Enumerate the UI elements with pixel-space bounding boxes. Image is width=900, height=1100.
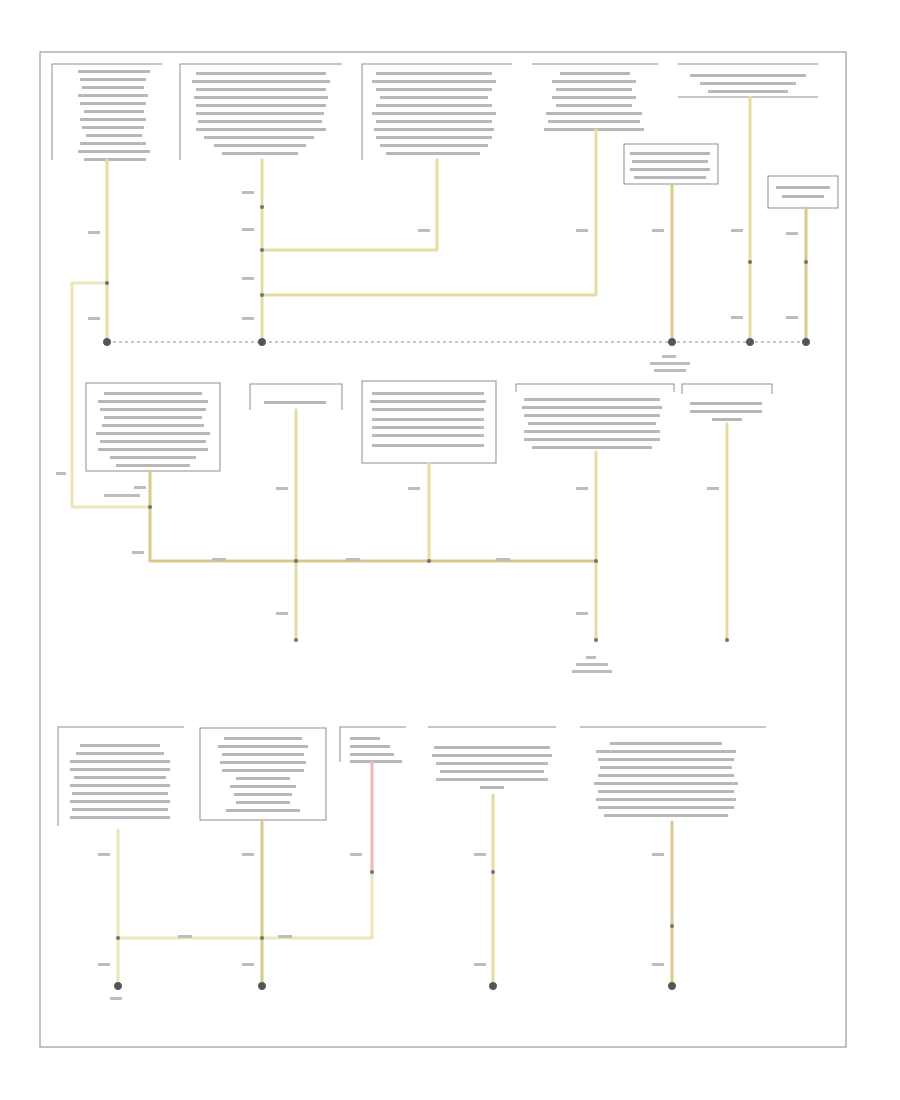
wire-c15 <box>116 870 374 940</box>
row-3-wire-labels <box>98 853 664 1000</box>
ground-point <box>103 338 111 346</box>
row-2-components <box>85 380 773 472</box>
row-3-components <box>57 726 766 826</box>
component-6-label-block <box>623 143 719 185</box>
row-1-splices <box>105 205 808 297</box>
row-2-wires <box>148 408 729 642</box>
row-3-grounds <box>114 982 676 990</box>
row-2-splices <box>148 505 729 642</box>
ground-point <box>802 338 810 346</box>
row-1-wires <box>70 95 808 509</box>
diagram-frame <box>39 51 847 1048</box>
ground-point <box>668 982 676 990</box>
component-5-label-block <box>678 63 818 98</box>
ground-point <box>668 338 676 346</box>
component-2-label-block <box>179 63 342 160</box>
component-7-label-block <box>767 175 839 209</box>
component-4-label-block <box>532 63 658 131</box>
row-1-grounds <box>103 338 810 346</box>
row-1-components <box>51 63 839 209</box>
ground-point <box>258 338 266 346</box>
component-1-label-block <box>51 63 162 161</box>
component-12-label-block <box>681 383 773 421</box>
component-14-label-block <box>199 727 327 821</box>
component-13-label-block <box>57 726 184 826</box>
component-16-label-block <box>428 726 556 789</box>
component-3-label-block <box>361 63 512 160</box>
row-1-wire-labels <box>88 191 798 372</box>
wire-c8 <box>148 469 598 563</box>
wire-row1-row2-link <box>70 281 152 509</box>
wire-c4 <box>260 128 598 297</box>
component-11-label-block <box>515 383 675 449</box>
ground-point <box>489 982 497 990</box>
component-17-label-block <box>580 726 766 817</box>
row-3-wires <box>116 760 674 988</box>
component-10-label-block <box>361 380 497 464</box>
ground-point <box>746 338 754 346</box>
component-15-label-block <box>339 726 406 763</box>
ground-point <box>114 982 122 990</box>
component-8-label-block <box>85 382 221 472</box>
wire-c3 <box>260 158 439 252</box>
row-3-splices <box>116 870 674 940</box>
row-2-wire-labels <box>56 472 719 673</box>
ground-point <box>258 982 266 990</box>
component-9-label-block <box>249 383 343 410</box>
